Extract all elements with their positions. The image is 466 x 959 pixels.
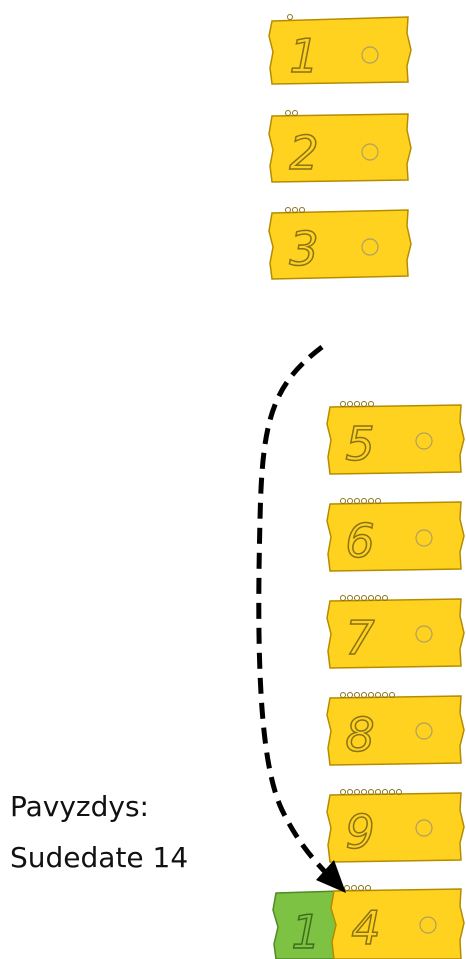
number-card-7[interactable]: 7 — [327, 596, 464, 669]
dot-row — [288, 15, 293, 20]
card-digit: 2 — [289, 126, 318, 180]
number-card-5[interactable]: 5 — [327, 402, 464, 475]
combined-card-14[interactable]: 1 4 — [273, 886, 464, 959]
number-card-3[interactable]: 3 — [269, 208, 411, 280]
card-digit: 8 — [345, 708, 374, 762]
card-digit: 6 — [345, 514, 374, 568]
card-digit: 3 — [289, 222, 318, 276]
number-card-6[interactable]: 6 — [327, 499, 464, 572]
tens-digit: 1 — [291, 905, 320, 959]
card-digit: 9 — [345, 805, 374, 859]
caption-line-2: Sudedate 14 — [10, 841, 188, 874]
dot-row — [286, 111, 298, 116]
card-digit: 1 — [289, 29, 318, 83]
number-card-8[interactable]: 8 — [327, 693, 464, 766]
number-card-1[interactable]: 1 — [269, 15, 411, 85]
number-card-2[interactable]: 2 — [269, 111, 411, 183]
card-digit: 5 — [345, 417, 374, 471]
ones-digit: 4 — [351, 901, 380, 955]
number-card-9[interactable]: 9 — [327, 790, 464, 863]
arrow-path — [259, 347, 333, 880]
caption-line-1: Pavyzdys: — [10, 790, 149, 823]
dot-row — [345, 886, 371, 891]
card-digit: 7 — [345, 611, 374, 665]
